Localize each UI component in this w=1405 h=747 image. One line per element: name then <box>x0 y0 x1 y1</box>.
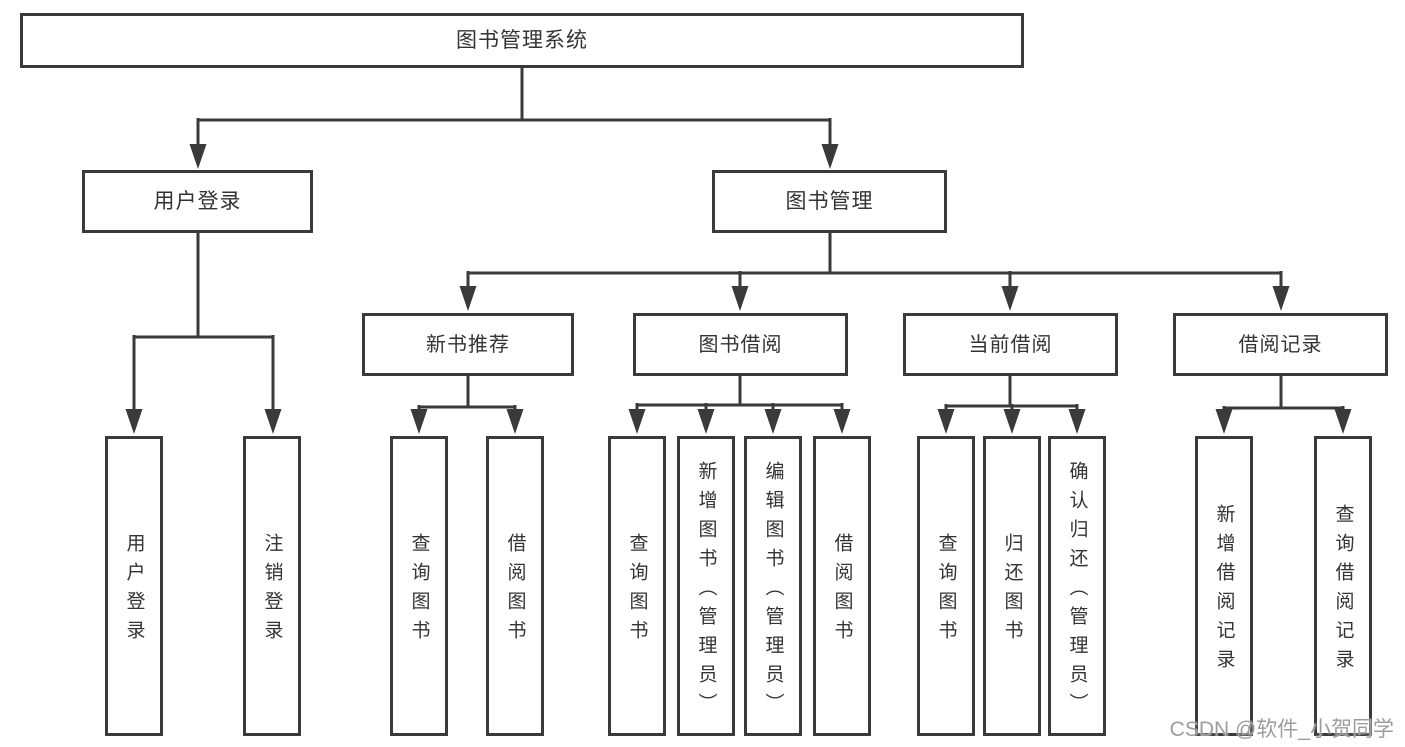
leaf-query-books-recommend: 查询图书 <box>390 436 448 736</box>
leaf-query-borrow-record: 查询借阅记录 <box>1314 436 1372 736</box>
leaf-add-books-admin: 新增图书（管理员） <box>677 436 735 736</box>
leaf-borrow-books-borrowing: 借阅图书 <box>813 436 871 736</box>
arrow-down-icon <box>1003 409 1021 434</box>
connector-line <box>466 233 1283 293</box>
arrow-down-icon <box>189 144 207 169</box>
connector-line <box>1222 376 1345 416</box>
node-label: 图书管理 <box>785 190 874 213</box>
node-current-borrowing: 当前借阅 <box>903 313 1118 376</box>
node-label: 归还图书 <box>1001 533 1023 649</box>
arrow-down-icon <box>459 286 477 311</box>
arrow-down-icon <box>125 409 143 434</box>
node-borrowing-records: 借阅记录 <box>1173 313 1388 376</box>
connector-line <box>196 68 832 150</box>
node-label: 编辑图书（管理员） <box>762 460 784 722</box>
node-label: 新增借阅记录 <box>1213 504 1235 678</box>
node-user-login: 用户登录 <box>82 170 313 233</box>
arrow-down-icon <box>1001 286 1019 311</box>
node-library-management-system: 图书管理系统 <box>20 13 1024 68</box>
csdn-watermark: CSDN @软件_小贺同学 <box>1169 718 1394 741</box>
node-label: 注销登录 <box>261 533 283 649</box>
arrow-down-icon <box>1272 286 1290 311</box>
arrow-down-icon <box>764 409 782 434</box>
arrow-down-icon <box>833 409 851 434</box>
arrow-down-icon <box>506 409 524 434</box>
node-label: 借阅记录 <box>1238 333 1323 356</box>
leaf-borrow-books-recommend: 借阅图书 <box>486 436 544 736</box>
arrow-down-icon <box>1215 409 1233 434</box>
arrow-down-icon <box>1068 409 1086 434</box>
leaf-add-borrow-record: 新增借阅记录 <box>1195 436 1253 736</box>
node-label: 查询图书 <box>935 533 957 649</box>
arrow-down-icon <box>821 144 839 169</box>
node-new-book-recommendation: 新书推荐 <box>362 313 574 376</box>
leaf-confirm-return-admin: 确认归还（管理员） <box>1048 436 1106 736</box>
leaf-edit-books-admin: 编辑图书（管理员） <box>744 436 802 736</box>
arrow-down-icon <box>628 409 646 434</box>
connector-line <box>417 376 517 416</box>
leaf-logout: 注销登录 <box>243 436 301 736</box>
node-label: 用户登录 <box>153 190 242 213</box>
node-label: 图书管理系统 <box>456 29 588 52</box>
node-label: 新增图书（管理员） <box>695 460 717 722</box>
node-label: 新书推荐 <box>426 333 510 356</box>
node-label: 确认归还（管理员） <box>1066 460 1088 722</box>
node-label: 查询借阅记录 <box>1332 504 1354 678</box>
leaf-user-login: 用户登录 <box>105 436 163 736</box>
arrow-down-icon <box>937 409 955 434</box>
node-label: 图书借阅 <box>698 333 783 356</box>
arrow-down-icon <box>697 409 715 434</box>
connector-line <box>635 376 844 416</box>
node-label: 借阅图书 <box>504 533 526 649</box>
node-label: 用户登录 <box>123 533 145 649</box>
node-label: 当前借阅 <box>968 333 1053 356</box>
node-book-borrowing: 图书借阅 <box>633 313 848 376</box>
arrow-down-icon <box>1334 409 1352 434</box>
node-label: 查询图书 <box>408 533 430 649</box>
node-label: 查询图书 <box>626 533 648 649</box>
leaf-return-books: 归还图书 <box>983 436 1041 736</box>
leaf-query-books-borrowing: 查询图书 <box>608 436 666 736</box>
leaf-query-books-current: 查询图书 <box>917 436 975 736</box>
arrow-down-icon <box>410 409 428 434</box>
node-book-management: 图书管理 <box>712 170 947 233</box>
arrow-down-icon <box>264 409 282 434</box>
arrow-down-icon <box>731 286 749 311</box>
node-label: 借阅图书 <box>831 533 853 649</box>
connector-line <box>132 233 275 416</box>
